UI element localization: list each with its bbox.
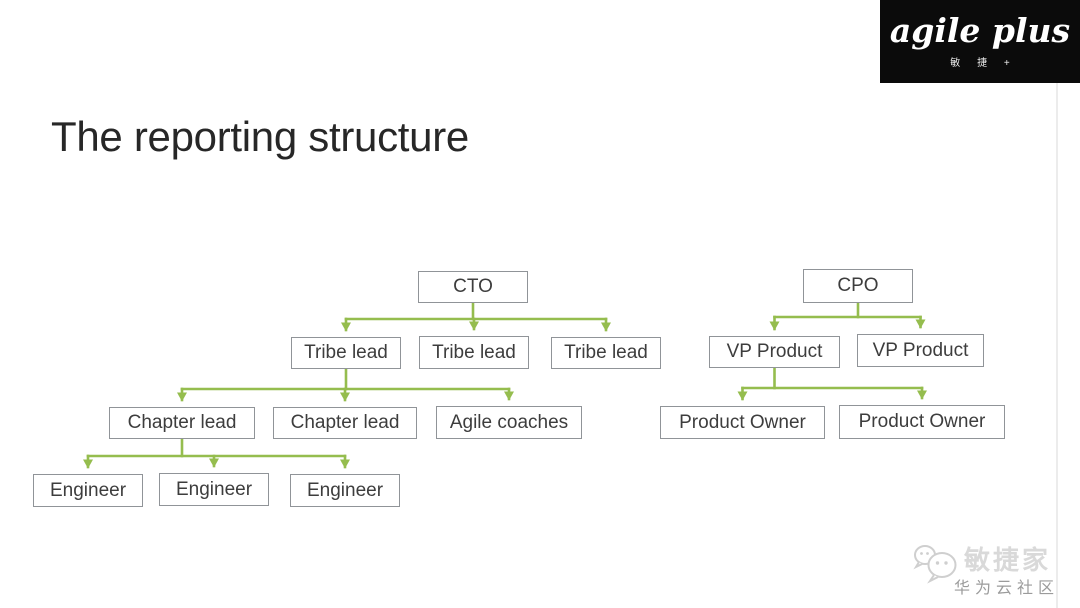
- org-node-chapter1: Chapter lead: [109, 407, 255, 439]
- watermark-community: 华为云社区: [954, 574, 1059, 598]
- watermark-name: 敏捷家: [964, 540, 1051, 577]
- org-node-coaches: Agile coaches: [436, 406, 582, 439]
- org-node-cpo: CPO: [803, 269, 913, 303]
- org-node-tribe2: Tribe lead: [419, 336, 529, 369]
- org-node-eng2: Engineer: [159, 473, 269, 506]
- org-node-po1: Product Owner: [660, 406, 825, 439]
- right-edge-line: [1056, 83, 1058, 608]
- org-node-po2: Product Owner: [839, 405, 1005, 439]
- org-node-vp2: VP Product: [857, 334, 984, 367]
- org-node-eng3: Engineer: [290, 474, 400, 507]
- org-node-chapter2: Chapter lead: [273, 407, 417, 439]
- org-node-tribe3: Tribe lead: [551, 337, 661, 369]
- org-node-vp1: VP Product: [709, 336, 840, 368]
- org-node-cto: CTO: [418, 271, 528, 303]
- org-node-eng1: Engineer: [33, 474, 143, 507]
- watermark: 敏捷家 华为云社区: [908, 537, 1072, 601]
- org-node-tribe1: Tribe lead: [291, 337, 401, 369]
